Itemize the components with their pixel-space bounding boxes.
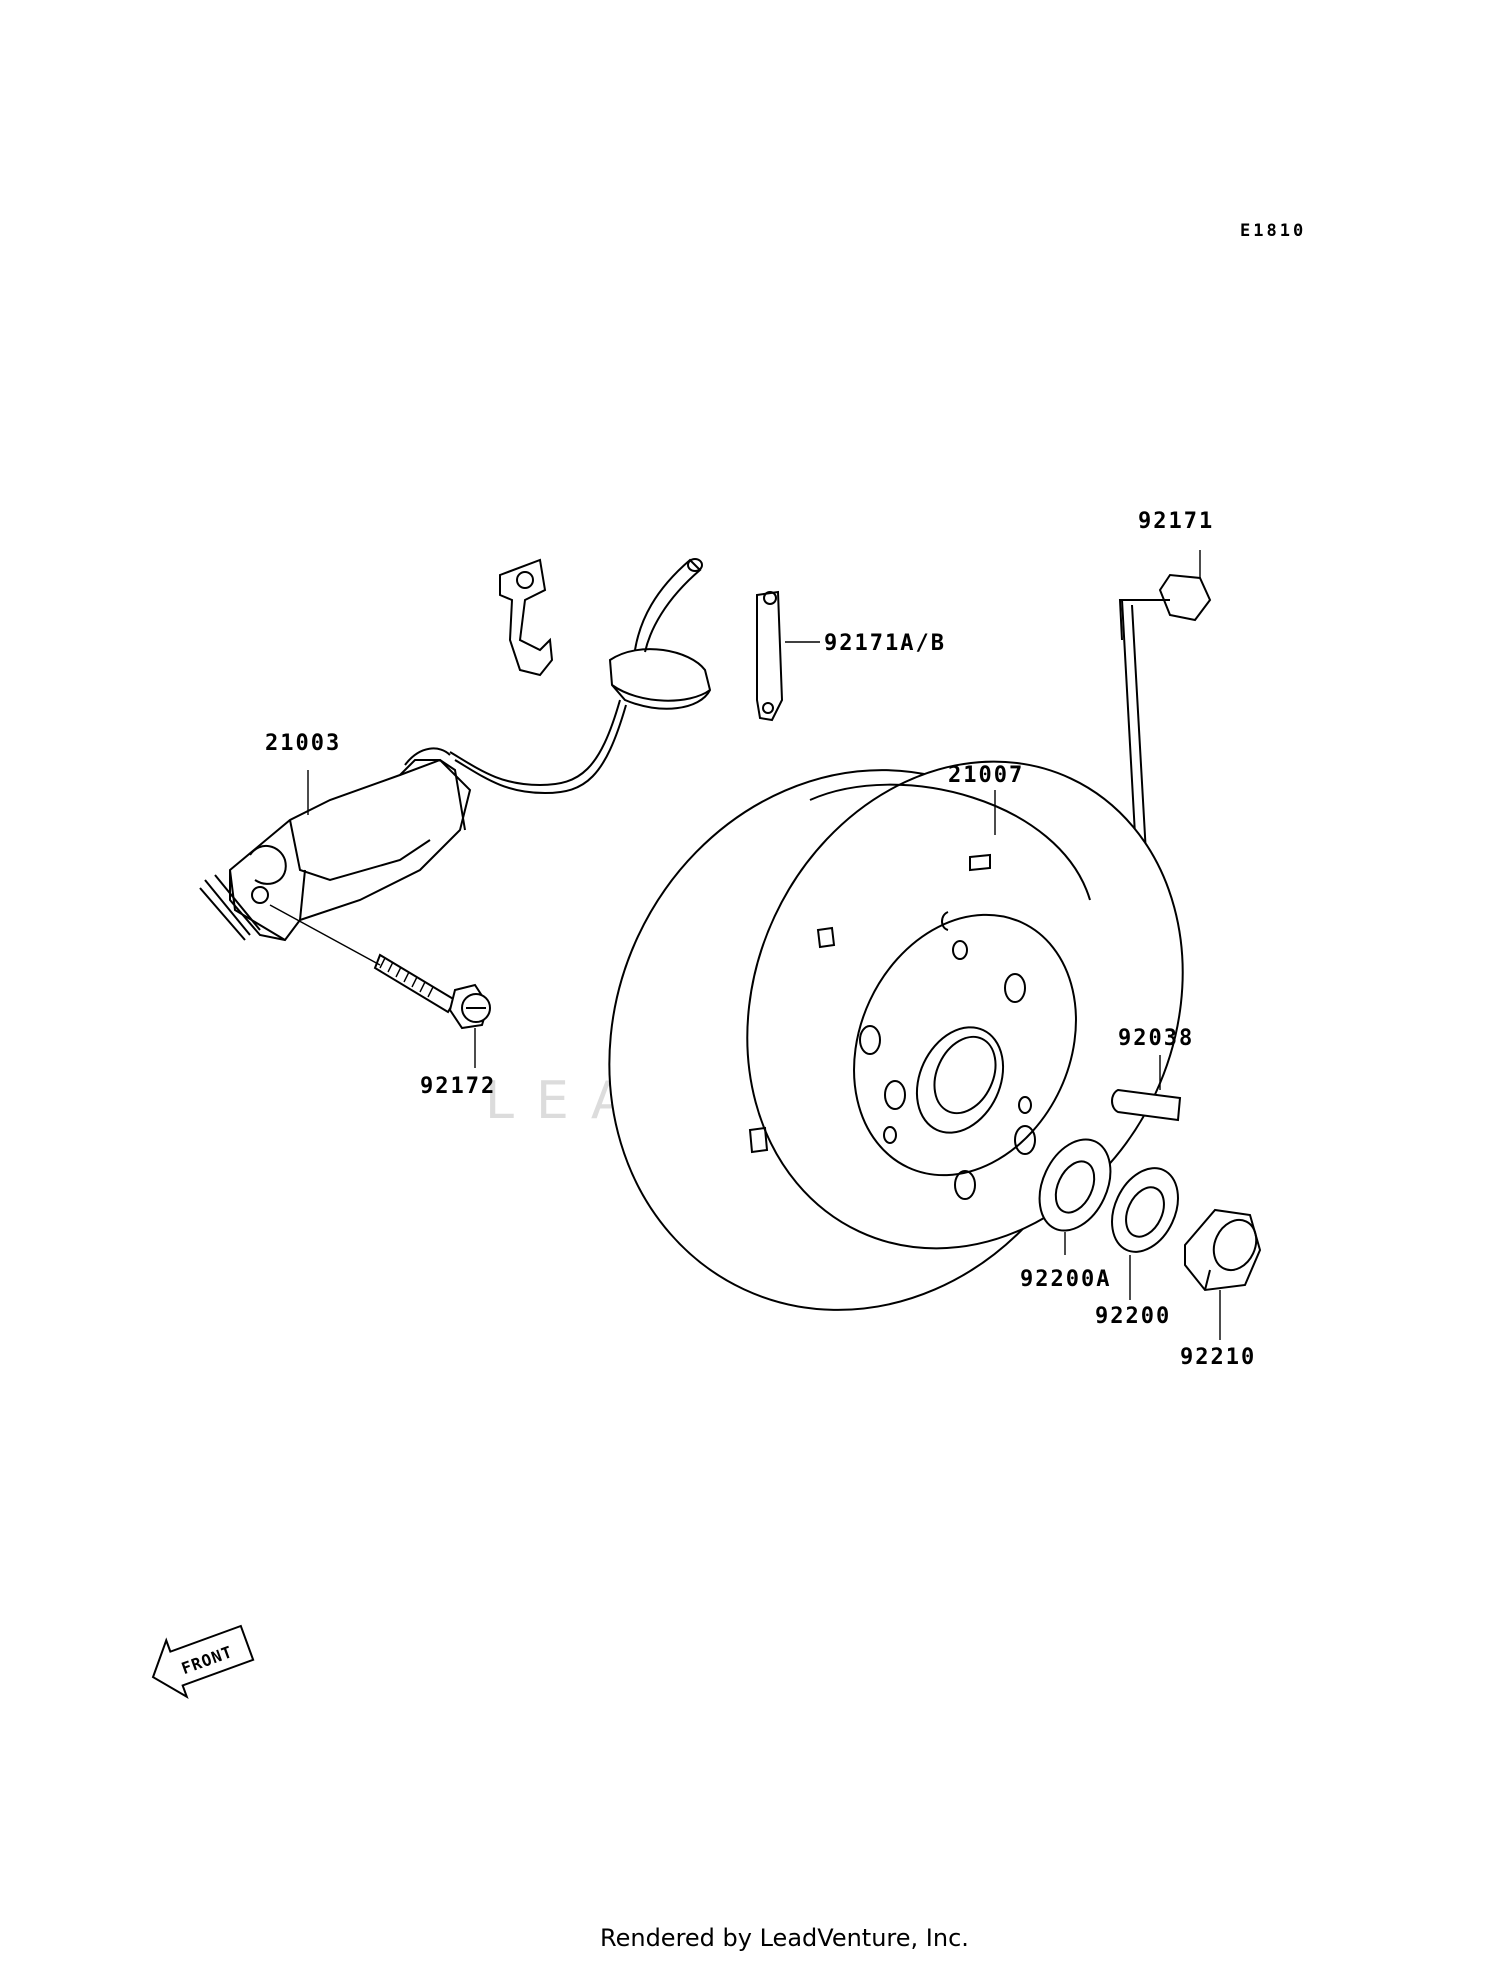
label-92038: 92038 (1118, 1026, 1194, 1051)
flywheel-21007-drawing (608, 760, 1184, 1311)
cable-clamp-drawing (499, 558, 554, 677)
label-92171: 92171 (1138, 509, 1214, 534)
diagram-code: E1810 (1240, 221, 1306, 241)
nut-92210-drawing (1184, 1208, 1262, 1292)
front-arrow: FRONT (151, 1624, 255, 1699)
label-92172: 92172 (420, 1074, 496, 1099)
label-92210: 92210 (1180, 1345, 1256, 1370)
label-21003: 21003 (265, 731, 341, 756)
label-92171ab: 92171A/B (824, 631, 946, 656)
clamp-92171ab-drawing (756, 590, 784, 722)
grommet-drawing (608, 558, 712, 710)
leader-lines (307, 550, 1221, 1340)
label-92200: 92200 (1095, 1304, 1171, 1329)
washer-92200a-drawing (1038, 1138, 1112, 1232)
footer-credit: Rendered by LeadVenture, Inc. (600, 1924, 969, 1952)
pulser-coil-drawing (199, 699, 627, 942)
washer-92200-drawing (1111, 1167, 1179, 1253)
label-92200a: 92200A (1020, 1267, 1111, 1292)
bolt-92172-drawing (269, 904, 491, 1030)
label-21007: 21007 (948, 763, 1024, 788)
key-92038-drawing (1111, 1088, 1182, 1122)
